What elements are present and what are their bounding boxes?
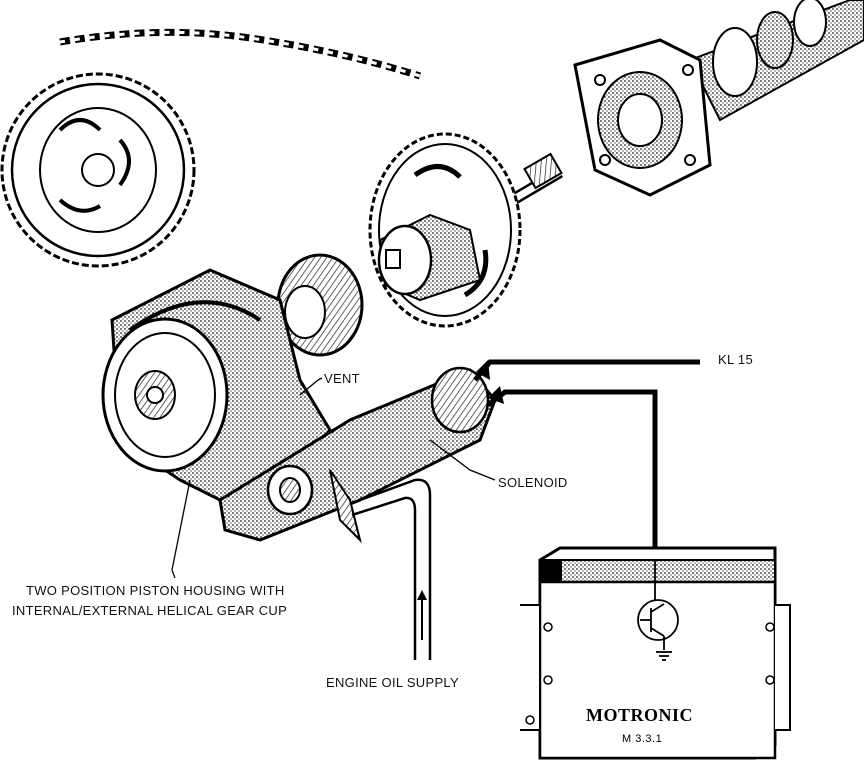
ecu-module xyxy=(520,546,791,760)
solenoid-valve xyxy=(218,366,497,544)
label-vent: VENT xyxy=(324,371,360,386)
splined-hub xyxy=(377,213,482,302)
label-kl15: KL 15 xyxy=(718,352,753,367)
label-piston-housing-line2: INTERNAL/EXTERNAL HELICAL GEAR CUP xyxy=(12,603,288,618)
label-engine-oil-supply: ENGINE OIL SUPPLY xyxy=(326,675,459,690)
leader-lines xyxy=(171,377,496,579)
crank-sprocket xyxy=(0,72,196,268)
label-solenoid: SOLENOID xyxy=(498,475,568,490)
camshaft-flange xyxy=(573,38,712,197)
piston-housing xyxy=(101,268,332,512)
camshaft xyxy=(688,0,864,122)
timing-chain xyxy=(59,28,422,80)
ecu-brand-label: MOTRONIC xyxy=(586,705,693,725)
oil-supply-pipe xyxy=(351,478,432,660)
wiring xyxy=(473,359,700,560)
label-piston-housing-line1: TWO POSITION PISTON HOUSING WITH xyxy=(26,583,285,598)
ecu-model-label: M 3.3.1 xyxy=(622,733,663,745)
transistor-icon xyxy=(637,560,679,661)
